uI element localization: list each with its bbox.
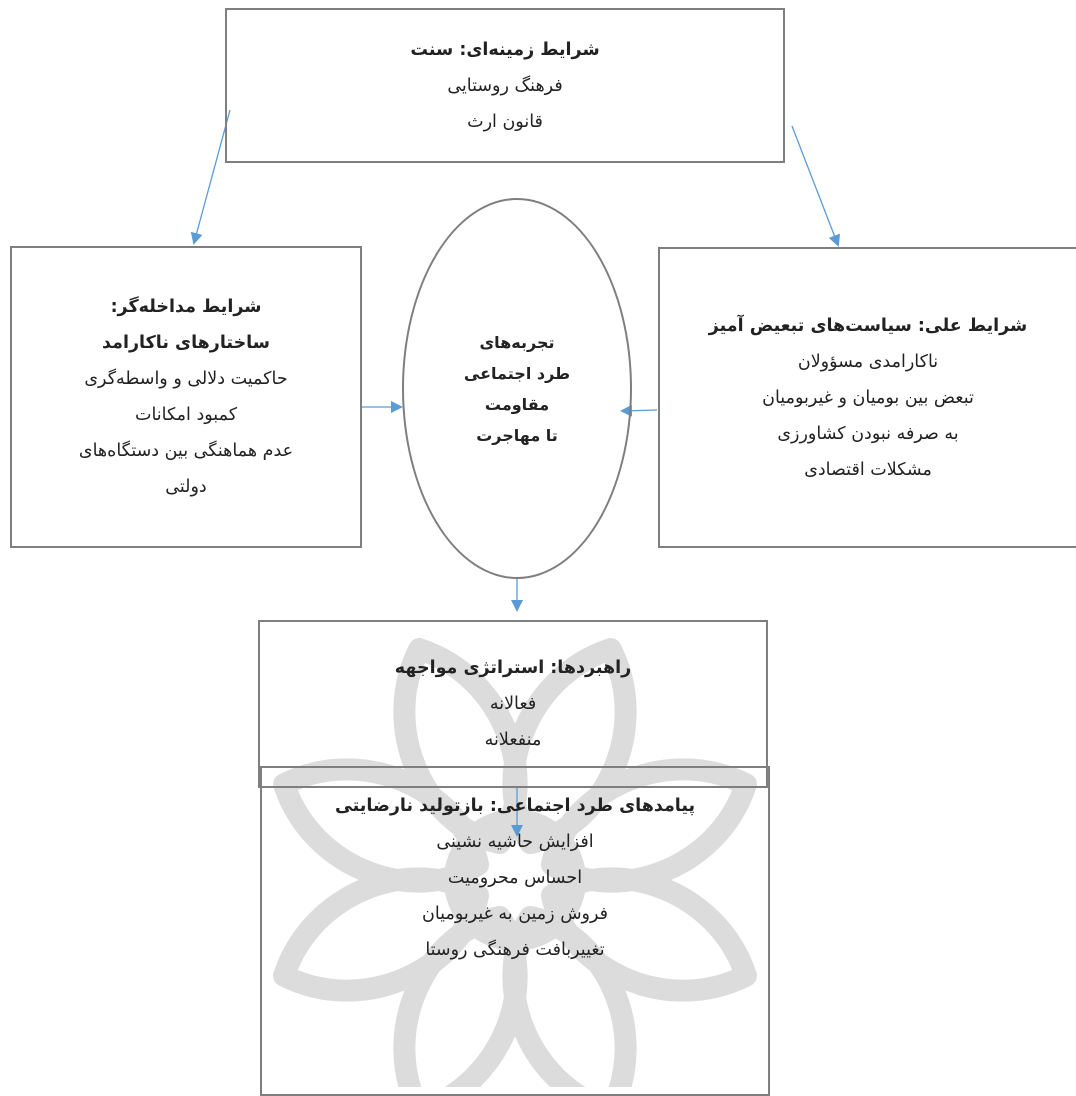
- consequences-item: افزایش حاشیه نشینی: [436, 832, 594, 852]
- causal-item: تبعض بین بومیان و غیربومیان: [762, 387, 974, 408]
- consequences-item: تغییربافت فرهنگی روستا: [425, 940, 605, 960]
- context-item: قانون ارث: [467, 111, 543, 132]
- phenomenon-line: طرد اجتماعی: [463, 363, 571, 383]
- causal-conditions-box: شرایط علی: سیاست‌های تبعیض آمیز ناکارامد…: [658, 247, 1076, 548]
- causal-item: به صرفه نبودن کشاورزی: [777, 423, 959, 444]
- consequences-item: احساس محرومیت: [447, 868, 583, 888]
- intervening-item: کمبود امکانات: [134, 405, 238, 425]
- causal-title: شرایط علی: سیاست‌های تبعیض آمیز: [708, 315, 1028, 336]
- causal-item: ناکارامدی مسؤولان: [797, 351, 939, 372]
- arrow-context-to-causal: [791, 125, 840, 247]
- intervening-title: شرایط مداخله‌گر:: [110, 297, 262, 317]
- intervening-conditions-box: شرایط مداخله‌گر: ساختارهای ناکارامد حاکم…: [10, 246, 362, 548]
- strategies-item: فعالانه: [489, 694, 537, 714]
- watermark-petal: [393, 638, 528, 855]
- context-conditions-box: شرایط زمینه‌ای: سنت فرهنگ روستایی قانون …: [225, 8, 785, 163]
- strategies-item: منفعلانه: [484, 730, 542, 750]
- intervening-item: دولتی: [165, 477, 207, 497]
- strategies-box: راهبردها: استراتژی مواجهه فعالانه منفعلا…: [258, 620, 768, 788]
- phenomenon-line: تجربه‌های: [479, 332, 555, 352]
- phenomenon-oval: تجربه‌های طرد اجتماعی مقاومت تا مهاجرت: [402, 198, 632, 579]
- consequences-box: پیامدهای طرد اجتماعی: بازتولید نارضایتی …: [260, 766, 770, 1096]
- arrow-context-to-intervening: [190, 109, 231, 245]
- phenomenon-line: تا مهاجرت: [476, 425, 558, 445]
- intervening-item: حاکمیت دلالی و واسطه‌گری: [84, 369, 288, 389]
- intervening-item: عدم هماهنگی بین دستگاه‌های: [78, 441, 294, 461]
- strategies-title: راهبردها: استراتژی مواجهه: [394, 658, 632, 678]
- consequences-item: فروش زمین به غیربومیان: [421, 904, 609, 924]
- consequences-title: پیامدهای طرد اجتماعی: بازتولید نارضایتی: [334, 796, 696, 816]
- phenomenon-line: مقاومت: [484, 394, 550, 414]
- context-item: فرهنگ روستایی: [447, 75, 563, 96]
- intervening-subtitle: ساختارهای ناکارامد: [102, 333, 270, 353]
- causal-item: مشکلات اقتصادی: [804, 459, 932, 480]
- context-title: شرایط زمینه‌ای: سنت: [410, 39, 600, 60]
- watermark-center: [444, 809, 586, 951]
